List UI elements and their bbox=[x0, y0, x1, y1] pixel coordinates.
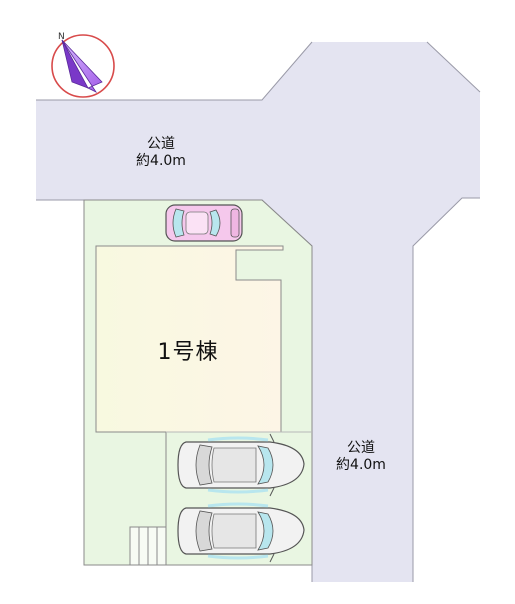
north-road-label: 公道 約4.0m bbox=[106, 136, 216, 170]
building-footprint bbox=[95, 245, 284, 433]
entrance-steps bbox=[129, 526, 167, 566]
north-road-width: 約4.0m bbox=[136, 153, 186, 169]
east-road-label: 公道 約4.0m bbox=[306, 440, 416, 474]
east-road-name: 公道 bbox=[347, 440, 375, 456]
road-edge-lower-right bbox=[412, 197, 480, 582]
north-road-name: 公道 bbox=[147, 136, 175, 152]
compass-letter: N bbox=[58, 32, 65, 42]
car-bottom bbox=[177, 502, 305, 563]
compass-arrow-shade bbox=[61, 39, 89, 89]
road-edge-top-right bbox=[426, 41, 481, 93]
car-middle bbox=[177, 433, 305, 497]
car-pink bbox=[165, 204, 243, 242]
building-1 bbox=[95, 245, 284, 433]
road-edge-upper bbox=[36, 41, 313, 101]
north-arrow-icon: N bbox=[51, 32, 115, 98]
east-road-width: 約4.0m bbox=[336, 457, 386, 473]
north-road bbox=[36, 42, 480, 582]
building-label: 1号棟 bbox=[157, 340, 219, 365]
